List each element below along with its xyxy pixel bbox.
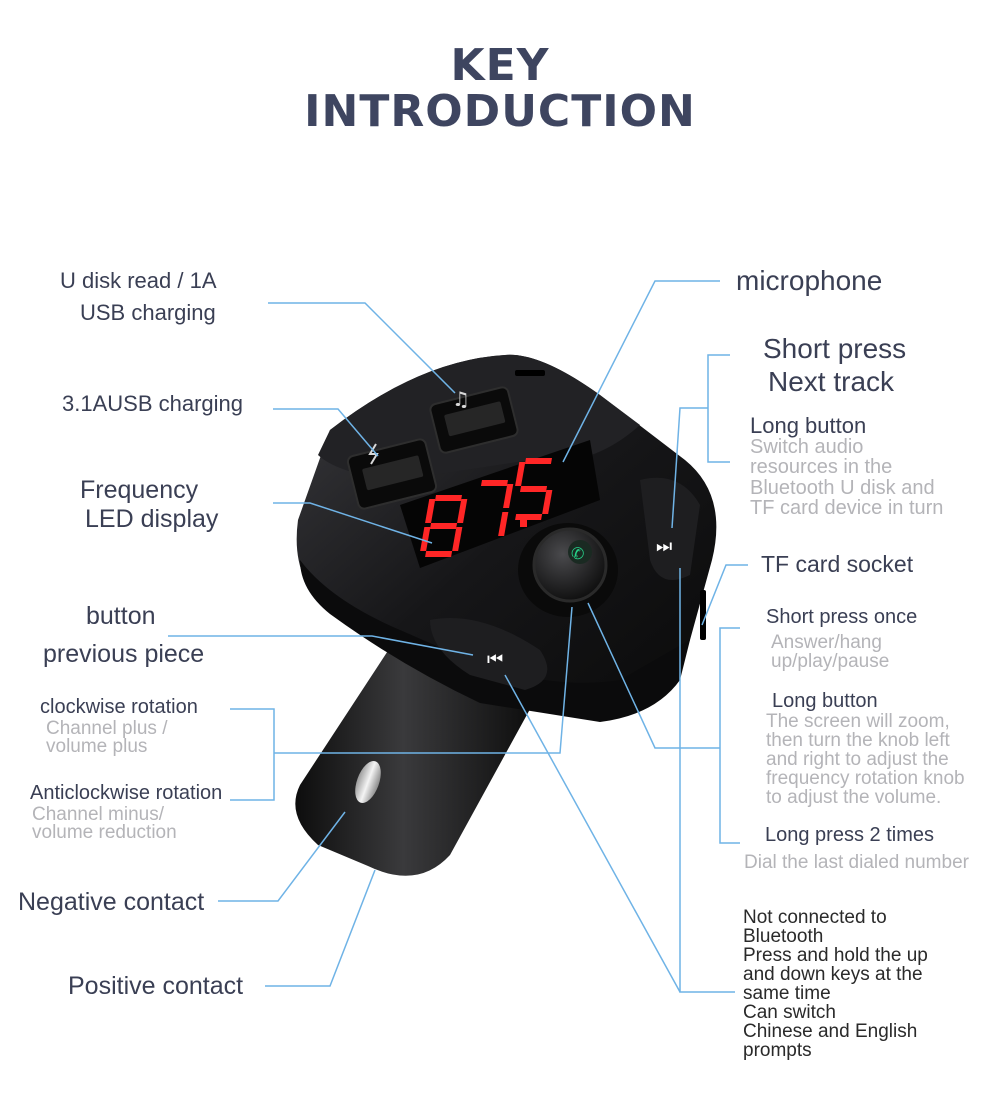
svg-text:⏭: ⏭ bbox=[656, 536, 672, 557]
knob-long-desc-line5: to adjust the volume. bbox=[766, 787, 942, 808]
clockwise-desc-line1: Channel plus / bbox=[46, 718, 168, 739]
anticlockwise-label: Anticlockwise rotation bbox=[30, 782, 223, 804]
next-track-button[interactable]: ⏭ bbox=[640, 477, 700, 580]
prev-button-label-line2: previous piece bbox=[43, 640, 205, 668]
frequency-display-label-line1: Frequency bbox=[80, 476, 199, 504]
knob-long-desc-line2: then turn the knob left bbox=[766, 730, 950, 751]
knob-long-title: Long button bbox=[772, 690, 878, 712]
language-line6: Can switch bbox=[743, 1002, 836, 1023]
language-line1: Not connected to bbox=[743, 907, 887, 928]
previous-button[interactable]: ⏮ bbox=[430, 618, 548, 690]
positive-contact-label: Positive contact bbox=[68, 972, 244, 1000]
next-track-long-desc-line1: Switch audio bbox=[750, 436, 864, 458]
plug-tip-contact bbox=[355, 760, 381, 804]
led-digit-5 bbox=[515, 458, 553, 520]
page-title-line2: INTRODUCTION bbox=[304, 86, 696, 137]
next-track-long-desc-line2: resources in the bbox=[750, 456, 893, 478]
led-decimal-point bbox=[520, 520, 527, 527]
led-digit-8 bbox=[420, 495, 468, 557]
led-digit-7 bbox=[480, 480, 514, 536]
control-knob[interactable]: ✆ bbox=[518, 523, 618, 617]
microphone-label: microphone bbox=[736, 265, 883, 296]
next-track-long-desc-line4: TF card device in turn bbox=[750, 497, 944, 519]
svg-text:✆: ✆ bbox=[571, 544, 584, 563]
usb-read-label-line2: USB charging bbox=[80, 300, 216, 325]
next-track-short-line2: Next track bbox=[768, 366, 895, 397]
microphone-hole bbox=[515, 370, 545, 376]
language-line5: same time bbox=[743, 983, 831, 1004]
knob-long-desc-line4: frequency rotation knob bbox=[766, 768, 965, 789]
knob-long-desc-line1: The screen will zoom, bbox=[766, 711, 950, 732]
music-note-icon: ♫ bbox=[452, 387, 470, 411]
knob-short-title: Short press once bbox=[766, 606, 918, 628]
language-line2: Bluetooth bbox=[743, 926, 824, 947]
usb-port-charging[interactable] bbox=[346, 438, 438, 510]
clockwise-desc-line2: volume plus bbox=[46, 736, 148, 757]
svg-text:⏮: ⏮ bbox=[487, 649, 503, 670]
language-line7: Chinese and English bbox=[743, 1021, 918, 1042]
tf-card-label: TF card socket bbox=[761, 551, 914, 577]
next-track-long-desc-line3: Bluetooth U disk and bbox=[750, 477, 935, 499]
frequency-led-display bbox=[400, 440, 600, 568]
anticlockwise-desc-line1: Channel minus/ bbox=[32, 804, 165, 825]
language-line8: prompts bbox=[743, 1040, 812, 1061]
knob-twice-desc: Dial the last dialed number bbox=[744, 852, 969, 873]
usb-charge-label: 3.1AUSB charging bbox=[62, 391, 243, 416]
leader-lines bbox=[168, 280, 748, 993]
phone-icon bbox=[568, 540, 592, 564]
next-track-long-title: Long button bbox=[750, 413, 867, 438]
knob-twice-title: Long press 2 times bbox=[765, 824, 934, 846]
page-title-line1: KEY bbox=[450, 40, 550, 91]
language-line3: Press and hold the up bbox=[743, 945, 928, 966]
prev-button-label-line1: button bbox=[86, 602, 156, 630]
clockwise-label: clockwise rotation bbox=[40, 696, 198, 718]
usb-read-label-line1: U disk read / 1A bbox=[60, 268, 217, 293]
usb-port-read[interactable] bbox=[429, 386, 519, 454]
negative-contact-label: Negative contact bbox=[18, 888, 205, 916]
tf-card-slot[interactable] bbox=[700, 590, 706, 640]
knob-long-desc-line3: and right to adjust the bbox=[766, 749, 949, 770]
anticlockwise-desc-line2: volume reduction bbox=[32, 822, 177, 843]
next-track-short-line1: Short press bbox=[763, 333, 907, 364]
knob-short-desc-line2: up/play/pause bbox=[771, 651, 890, 672]
language-line4: and down keys at the bbox=[743, 964, 923, 985]
frequency-display-label-line2: LED display bbox=[85, 505, 219, 533]
knob-short-desc-line1: Answer/hang bbox=[771, 632, 882, 653]
